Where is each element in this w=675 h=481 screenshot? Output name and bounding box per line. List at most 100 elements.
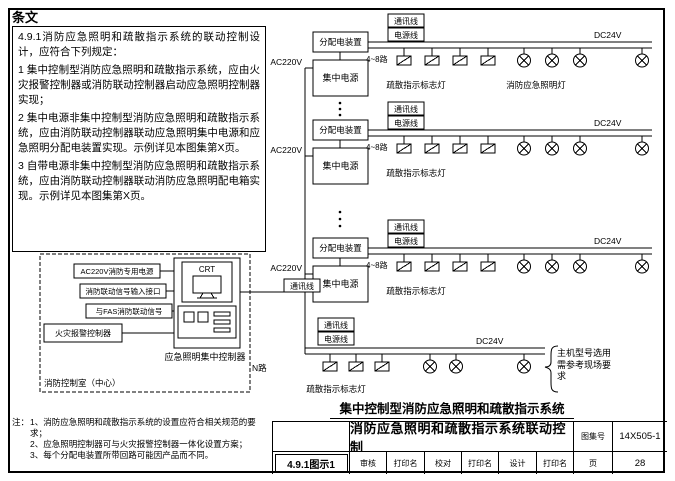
crt-label: CRT bbox=[199, 265, 215, 274]
note-item-2: 2、应急照明控制器可与火灾报警控制器一体化设置方案； bbox=[30, 439, 248, 449]
evacuation-sign-symbol bbox=[480, 135, 496, 154]
provision-item-2: 2 集中电源非集中控制型消防应急照明和疏散指示系统，应由消防联动控制器联动应急照… bbox=[18, 112, 260, 154]
emergency-luminaire-symbol bbox=[635, 253, 649, 274]
proofread-label: 校对 bbox=[424, 451, 461, 474]
continuation-dots bbox=[338, 210, 342, 228]
evacuation-sign-symbol bbox=[396, 135, 412, 154]
notes-block: 注： 1、消防应急照明和疏散指示系统的设置应符合相关规范的要求； 2、应急照明控… bbox=[12, 417, 272, 461]
dc24v-label: DC24V bbox=[594, 30, 622, 40]
provision-item-1: 1 集中控制型消防应急照明和疏散指示系统，应由火灾报警控制器或消防联动控制器启动… bbox=[18, 64, 260, 106]
page-value: 28 bbox=[612, 451, 667, 474]
fas-signal-label: 与FAS消防联动信号 bbox=[96, 306, 163, 316]
atlas-number-label: 图集号 bbox=[573, 422, 612, 451]
evac-sign-label: 疏散指示标志灯 bbox=[306, 384, 366, 394]
emergency-luminaire-symbol bbox=[449, 353, 463, 374]
evacuation-sign-symbol bbox=[322, 353, 338, 372]
dc24v-label: DC24V bbox=[594, 236, 622, 246]
emergency-luminaire-symbol bbox=[517, 47, 531, 68]
power-line-label: 电源线 bbox=[394, 30, 418, 40]
fire-alarm-controller-label: 火灾报警控制器 bbox=[55, 328, 111, 338]
crt-monitor-icon bbox=[192, 275, 222, 299]
comm-line-label: 通讯线 bbox=[324, 320, 348, 330]
ac-power-input-label: AC220V消防专用电源 bbox=[81, 266, 154, 276]
dist-device-label: 分配电装置 bbox=[319, 243, 362, 253]
control-room-group: CRT 应急照明集中控制器 AC220V消防专用电源 消防联动信号输入接口 bbox=[39, 253, 251, 393]
provision-intro: 4.9.1消防应急照明和疏散指示系统的联动控制设计，应符合下列规定： bbox=[18, 31, 260, 58]
emergency-luminaire-symbol bbox=[635, 47, 649, 68]
routes-4-8-label: 4~8路 bbox=[366, 260, 388, 270]
routes-4-8-label: 4~8路 bbox=[366, 142, 388, 152]
designer-label: 设计 bbox=[498, 451, 536, 474]
emergency-luminaire-symbol bbox=[517, 253, 531, 274]
evacuation-sign-symbol bbox=[396, 47, 412, 66]
evacuation-sign-symbol bbox=[424, 253, 440, 272]
power-line-label: 电源线 bbox=[394, 236, 418, 246]
drawing-main-title: 消防应急照明和疏散指示系统联动控制 bbox=[349, 422, 573, 451]
evacuation-sign-symbol bbox=[452, 135, 468, 154]
note-item-3: 3、每个分配电装置所带回路可能因产品而不同。 bbox=[30, 450, 214, 460]
power-line-label: 电源线 bbox=[394, 118, 418, 128]
evacuation-sign-symbol bbox=[452, 253, 468, 272]
title-block: 消防应急照明和疏散指示系统联动控制 图集号 14X505-1 4.9.1图示1 … bbox=[272, 421, 667, 474]
evacuation-sign-symbol bbox=[424, 135, 440, 154]
evacuation-sign-symbol bbox=[396, 253, 412, 272]
atlas-number-value: 14X505-1 bbox=[612, 422, 667, 451]
central-power-box bbox=[312, 59, 369, 97]
emergency-luminaire-symbol bbox=[517, 353, 531, 374]
comm-line-label: 通讯线 bbox=[290, 281, 314, 291]
host-note-brace bbox=[544, 345, 559, 393]
evacuation-sign-symbol bbox=[348, 353, 364, 372]
routes-n-label: N路 bbox=[252, 363, 267, 373]
control-room-label: 消防控制室（中心） bbox=[44, 378, 121, 388]
central-power-label: 集中电源 bbox=[322, 278, 358, 289]
designer-value: 打印名 bbox=[536, 451, 573, 474]
evac-sign-label: 疏散指示标志灯 bbox=[386, 80, 446, 90]
dc24v-label: DC24V bbox=[594, 118, 622, 128]
emergency-luminaire-symbol bbox=[573, 47, 587, 68]
emergency-luminaire-symbol bbox=[573, 253, 587, 274]
emergency-luminaire-symbol bbox=[423, 353, 437, 374]
reviewer-value: 打印名 bbox=[386, 451, 424, 474]
empty-cell bbox=[272, 422, 349, 451]
provision-item-3: 3 自带电源非集中控制型消防应急照明和疏散指示系统，应由消防联动控制器联动消防应… bbox=[18, 160, 260, 202]
evacuation-sign-symbol bbox=[480, 253, 496, 272]
ac220v-label: AC220V bbox=[270, 145, 302, 155]
evacuation-sign-symbol bbox=[480, 47, 496, 66]
system-diagram-title: 集中控制型消防应急照明和疏散指示系统 bbox=[330, 398, 574, 419]
comm-line-label: 通讯线 bbox=[394, 222, 418, 232]
power-line-label: 电源线 bbox=[324, 334, 348, 344]
emergency-luminaire-symbol bbox=[545, 253, 559, 274]
figure-label-cell: 4.9.1图示1 bbox=[272, 451, 349, 474]
central-power-box bbox=[312, 147, 369, 185]
linkage-input-label: 消防联动信号输入接口 bbox=[86, 286, 161, 296]
controller-device-icon bbox=[177, 305, 237, 339]
note-item-1: 1、消防应急照明和疏散指示系统的设置应符合相关规范的要求； bbox=[30, 417, 256, 438]
emergency-luminaire-symbol bbox=[517, 135, 531, 156]
evac-sign-label: 疏散指示标志灯 bbox=[386, 168, 446, 178]
evacuation-sign-symbol bbox=[374, 353, 390, 372]
continuation-dots bbox=[338, 101, 342, 117]
dist-device-label: 分配电装置 bbox=[319, 37, 362, 47]
proofread-value: 打印名 bbox=[461, 451, 498, 474]
controller-label: 应急照明集中控制器 bbox=[164, 351, 245, 362]
provisions-panel: 4.9.1消防应急照明和疏散指示系统的联动控制设计，应符合下列规定： 1 集中控… bbox=[12, 26, 266, 252]
comm-line-label: 通讯线 bbox=[394, 104, 418, 114]
evac-sign-label: 疏散指示标志灯 bbox=[386, 286, 446, 296]
emergency-luminaire-symbol bbox=[635, 135, 649, 156]
dc24v-label: DC24V bbox=[476, 336, 504, 346]
routes-4-8-label: 4~8路 bbox=[366, 54, 388, 64]
central-power-box bbox=[312, 265, 369, 303]
provisions-heading: 条文 bbox=[12, 10, 39, 25]
dist-device-label: 分配电装置 bbox=[319, 125, 362, 135]
branch-circuit-1: 分配电装置 集中电源 AC220V 通讯线 电源线 DC24V 4~8路 疏散指… bbox=[270, 13, 652, 97]
emergency-luminaire-symbol bbox=[545, 47, 559, 68]
branch-circuit-n: 通讯线 电源线 DC24V N路 疏散指示标志灯 bbox=[252, 317, 545, 394]
central-power-label: 集中电源 bbox=[322, 72, 358, 83]
branch-circuit-3: 分配电装置 集中电源 AC220V 通讯线 电源线 DC24V 4~8路 疏散指… bbox=[270, 219, 652, 303]
central-power-label: 集中电源 bbox=[322, 160, 358, 171]
emergency-light-label: 消防应急照明灯 bbox=[506, 80, 566, 90]
emergency-luminaire-symbol bbox=[545, 135, 559, 156]
figure-label: 4.9.1图示1 bbox=[274, 453, 348, 473]
host-note: 主机型号选用需参考现场要求 bbox=[557, 348, 612, 381]
